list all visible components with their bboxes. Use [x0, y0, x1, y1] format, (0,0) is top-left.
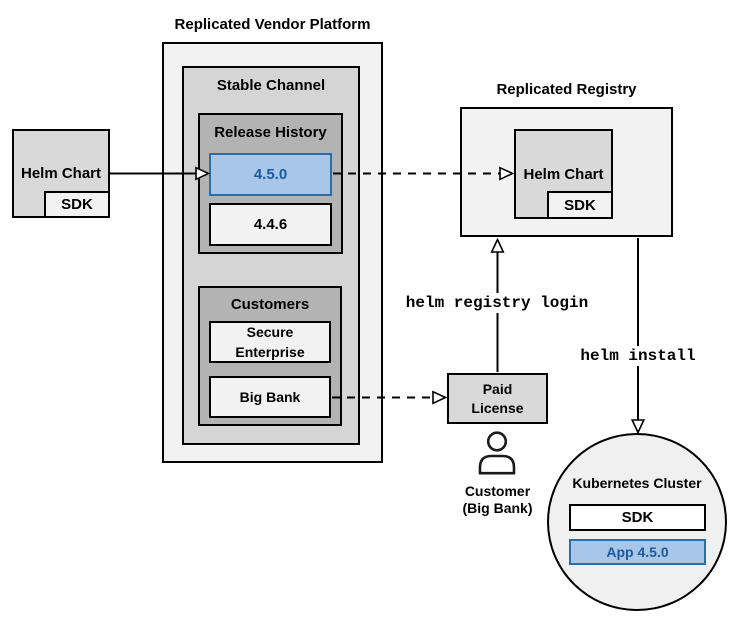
kubernetes-sdk-box: SDK — [569, 504, 706, 531]
registry-sdk-label: SDK — [564, 196, 596, 214]
release-4-4-6-label: 4.4.6 — [253, 216, 288, 233]
customer-caption: Customer (Big Bank) — [432, 483, 563, 517]
kubernetes-app-box: App 4.5.0 — [569, 539, 706, 565]
registry-box: Helm Chart SDK — [460, 107, 673, 237]
vendor-platform-title: Replicated Vendor Platform — [174, 16, 371, 33]
registry-title: Replicated Registry — [496, 81, 637, 98]
customer-big-bank-label: Big Bank — [239, 388, 301, 405]
registry-helm-chart-label: Helm Chart — [523, 165, 604, 183]
customers-title: Customers — [230, 296, 310, 313]
release-history-title: Release History — [214, 124, 327, 141]
release-4-4-6-box: 4.4.6 — [209, 203, 332, 246]
kubernetes-cluster-circle: Kubernetes Cluster SDK App 4.5.0 — [547, 433, 727, 611]
customer-secure-enterprise-label: Secure Enterprise — [235, 324, 305, 360]
stable-channel-title: Stable Channel — [216, 77, 326, 94]
stable-channel-box: Stable Channel Release History 4.5.0 4.4… — [182, 66, 360, 445]
arrow-registry-to-cluster — [630, 238, 646, 435]
kubernetes-sdk-label: SDK — [621, 509, 654, 526]
customer-caption-name: Customer — [464, 483, 531, 499]
vendor-sdk-box: SDK — [44, 191, 110, 218]
customer-big-bank-box: Big Bank — [209, 376, 331, 418]
registry-sdk-box: SDK — [547, 191, 613, 219]
kubernetes-cluster-title: Kubernetes Cluster — [572, 475, 702, 491]
paid-license-box: Paid License — [447, 373, 548, 424]
customers-box: Customers Secure Enterprise Big Bank — [198, 286, 342, 426]
helm-install-command: helm install — [575, 346, 701, 366]
helm-registry-login-command: helm registry login — [400, 293, 594, 313]
paid-license-label: Paid License — [471, 380, 524, 416]
vendor-platform-box: Stable Channel Release History 4.5.0 4.4… — [162, 42, 383, 463]
release-history-box: Release History 4.5.0 4.4.6 — [198, 113, 343, 254]
vendor-helm-chart-box: Helm Chart SDK — [12, 129, 110, 218]
kubernetes-app-label: App 4.5.0 — [606, 543, 669, 560]
release-4-5-0-box: 4.5.0 — [209, 153, 332, 196]
release-4-5-0-label: 4.5.0 — [253, 166, 288, 183]
customer-icon — [478, 431, 516, 475]
customer-caption-org: (Big Bank) — [462, 500, 533, 516]
registry-helm-chart-box: Helm Chart SDK — [514, 129, 613, 219]
vendor-sdk-label: SDK — [61, 196, 93, 213]
vendor-helm-chart-label: Helm Chart — [20, 165, 102, 182]
customer-secure-enterprise-box: Secure Enterprise — [209, 321, 331, 363]
